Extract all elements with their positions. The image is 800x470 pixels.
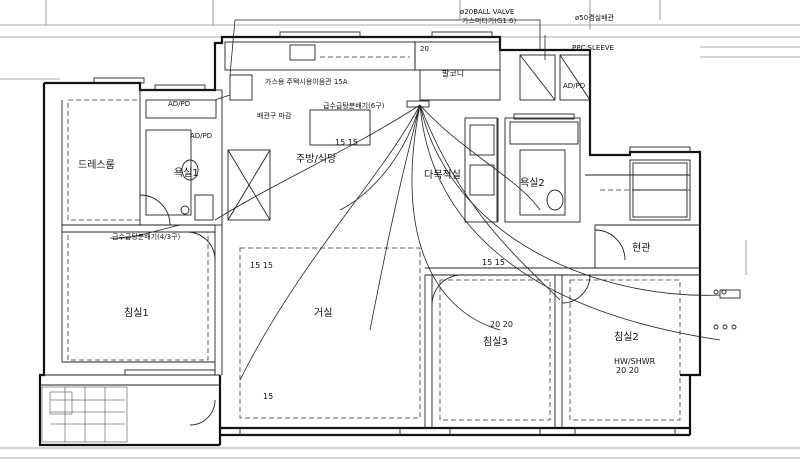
interior-walls	[40, 89, 700, 428]
windows	[93, 31, 691, 436]
grid-lines	[0, 0, 800, 459]
room-label-multipurpose: 다목적실	[424, 169, 461, 181]
room-label-dressroom: 드레스룸	[78, 159, 115, 171]
bath2-fixtures	[469, 121, 579, 216]
room-label-bedroom2: 침실2	[614, 331, 639, 343]
annotation-hw: HW/SHWR	[614, 357, 656, 366]
bath1-fixtures	[145, 99, 217, 221]
annotation-water-header-bath: 급수급탕분배기(4/3구)	[112, 232, 181, 241]
room-label-entrance: 현관	[632, 242, 650, 254]
annotation-pipe-50: ø50겸실배관	[575, 13, 615, 22]
size-bedroom3: 20 20	[490, 320, 513, 329]
annotation-ad-pd-1: AD/PD	[168, 100, 190, 108]
size-living: 15	[263, 392, 273, 401]
entrance-fixtures	[632, 162, 688, 218]
annotation-water-header-kitchen: 급수급탕분배기(6구)	[323, 101, 385, 110]
annotation-pvc-sleeve: PPC SLEEVE	[572, 44, 614, 52]
room-label-living: 거실	[314, 307, 332, 319]
annotation-ad-pd-2: AD/PD	[190, 132, 212, 140]
annotation-pipe-finish: 배관구 마감	[257, 111, 292, 120]
annotation-gas-meter: 가스미터기(G1.6)	[462, 16, 516, 25]
room-label-bath1: 욕실1	[174, 167, 199, 179]
room-label-bath2: 욕실2	[520, 177, 545, 189]
annotation-ad-pd-3: AD/PD	[563, 82, 585, 90]
room-label-kitchen: 주방/식당	[296, 153, 336, 165]
room-label-balcony: 발코니	[442, 68, 464, 78]
size-multipurpose: 15 15	[482, 258, 505, 267]
balcony-tiles	[41, 386, 128, 443]
utility-cabinets	[519, 54, 591, 101]
outer-walls	[38, 35, 702, 447]
annotation-ball-valve: ø20BALL VALVE	[460, 8, 514, 16]
annotation-gas-supply: 가스용 주택시용이음관 15A	[265, 77, 348, 86]
annotation-dim-20: 20	[420, 45, 429, 53]
room-label-bedroom1: 침실1	[124, 307, 149, 319]
size-kitchen-sink: 15 15	[335, 138, 358, 147]
manifold-symbols	[406, 100, 741, 330]
room-label-bedroom3: 침실3	[483, 336, 508, 348]
piping	[109, 19, 721, 381]
door-swings	[139, 194, 626, 426]
size-bath-left: 15 15	[250, 261, 273, 270]
size-bedroom2: 20 20	[616, 366, 639, 375]
